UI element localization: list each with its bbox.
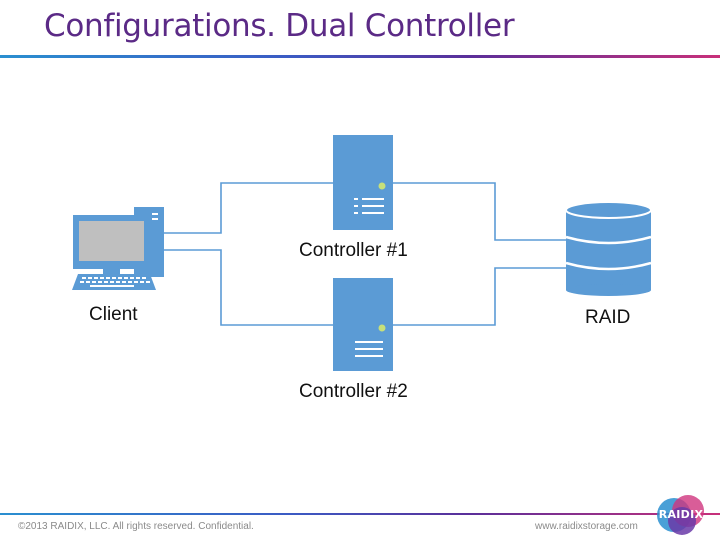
link-client-controller1 <box>164 182 333 234</box>
controller1-label: Controller #1 <box>299 240 408 261</box>
raidix-logo: RAIDIX <box>652 493 710 537</box>
database-cylinder-icon <box>565 201 652 296</box>
logo-text: RAIDIX <box>658 508 704 521</box>
server-icon <box>333 135 393 230</box>
client-label: Client <box>89 304 138 325</box>
slide-title: Configurations. Dual Controller <box>44 8 515 44</box>
link-controller1-raid <box>393 182 566 241</box>
link-controller2-raid <box>393 267 566 326</box>
connection-lines <box>164 182 566 326</box>
server-icon <box>333 278 393 371</box>
controller2-label: Controller #2 <box>299 381 408 402</box>
logo-shape-icon <box>657 495 704 535</box>
title-divider <box>0 55 720 58</box>
footer-copyright: ©2013 RAIDIX, LLC. All rights reserved. … <box>18 521 254 532</box>
desktop-computer-icon <box>72 207 164 290</box>
footer-website-link[interactable]: www.raidixstorage.com <box>535 521 638 532</box>
footer-divider <box>0 513 720 515</box>
raid-label: RAID <box>585 307 631 328</box>
link-client-controller2 <box>164 249 333 326</box>
